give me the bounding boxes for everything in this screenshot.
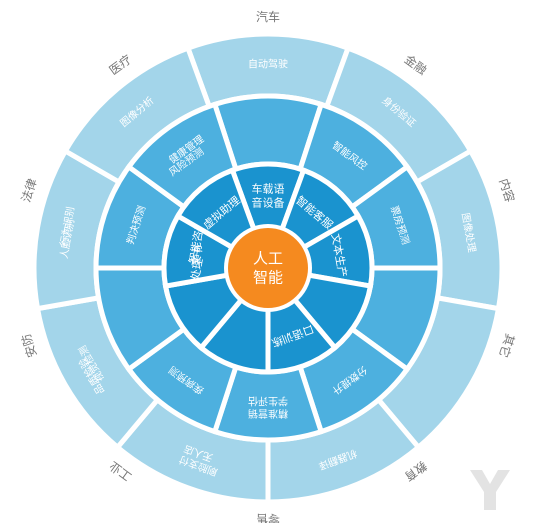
segment-label: 车载语 xyxy=(252,182,285,196)
industry-label: 医疗 xyxy=(107,52,135,77)
industry-label: 法律 xyxy=(19,177,40,204)
segment-label: 音设备 xyxy=(252,195,285,209)
segment-label: 自动驾驶 xyxy=(248,58,288,71)
outer-ring: 自动驾驶身份验证图像处理机器翻译无人店刷脸支付视觉检测品质检验行为识别人脸识别图… xyxy=(31,31,505,505)
industry-label: 教育 xyxy=(402,458,430,484)
industry-label: 工业 xyxy=(107,458,135,483)
industry-label: 安防 xyxy=(18,332,40,359)
segment-label: 文书 xyxy=(188,243,206,267)
segment-label: 处理 xyxy=(189,257,206,281)
industry-label: 零售 xyxy=(256,512,280,523)
segment-label: 学生评估 xyxy=(248,394,288,407)
industry-label: 金融 xyxy=(402,51,430,77)
industry-label: 内容 xyxy=(496,177,518,204)
industry-label: 汽车 xyxy=(256,9,280,24)
watermark-mark xyxy=(470,470,510,510)
outer-ring-segment: 图像分析 xyxy=(61,44,213,186)
watermark-logo xyxy=(470,470,510,510)
center-circle xyxy=(228,228,308,308)
industry-label: 其它 xyxy=(496,332,518,359)
center-label: 人工 xyxy=(253,250,283,268)
segment-label: 精准营销 xyxy=(248,407,288,420)
center-label: 智能 xyxy=(253,269,283,287)
